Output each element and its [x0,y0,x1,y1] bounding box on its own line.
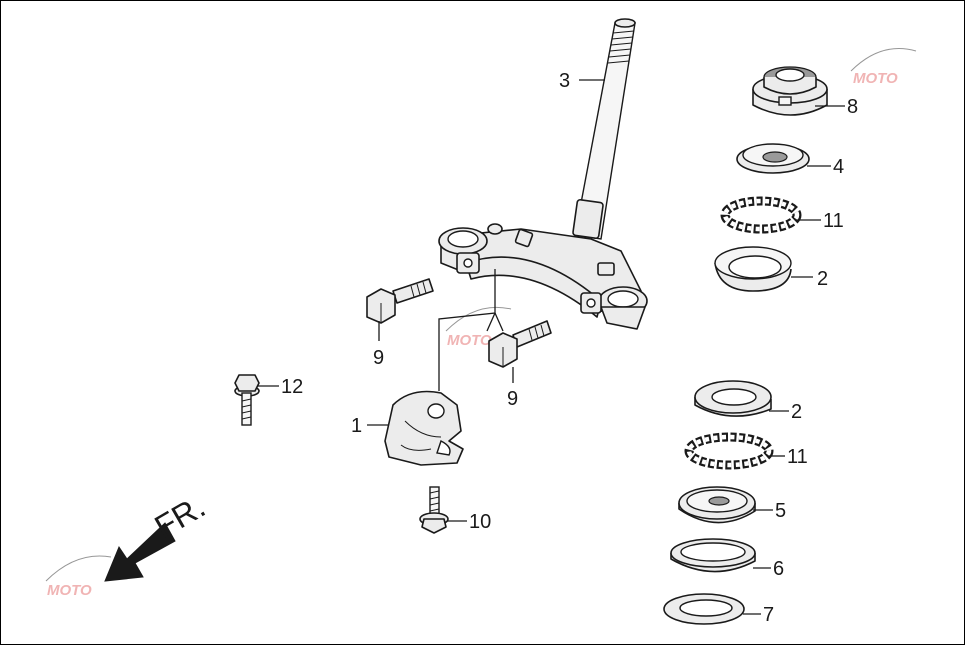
callout-7: 7 [763,604,774,626]
watermark-text: MOTO [447,332,492,349]
bearing-race-part-2-lower [694,380,772,417]
bracket-part-1 [384,390,464,466]
bolt-shank [241,392,252,426]
callout-2-lower: 2 [791,401,802,423]
lower-race-part-5 [678,486,756,524]
dust-seal-part-4 [736,143,810,174]
callout-2-upper: 2 [817,268,828,290]
left-clamp-hole [447,230,479,248]
right-clamp-hole [607,290,639,308]
callout-5: 5 [775,500,786,522]
bolt-part-12 [234,374,260,426]
arrow-icon [104,522,176,582]
callout-4: 4 [833,156,844,178]
callout-6: 6 [773,558,784,580]
front-direction-arrow[interactable]: FR. [104,488,211,582]
callout-10: 10 [469,511,491,533]
bolt-shank [392,278,434,304]
callout-9-left: 9 [373,347,384,369]
bearing-race-part-2-upper [714,246,792,292]
callout-12: 12 [281,376,303,398]
callout-8: 8 [847,96,858,118]
bolt-part-10 [419,486,449,534]
watermark-top-right: MOTO [850,48,917,87]
leader-lines [257,79,845,615]
stem-collar [572,198,604,240]
watermark-bottom-left: MOTO [45,555,112,599]
callout-11-lower: 11 [787,446,808,468]
ball-bearing-part-11-upper [720,196,802,234]
stem-top [614,18,636,28]
callout-labels: 3 8 4 11 2 2 11 5 6 7 9 9 12 10 1 [281,70,858,626]
watermark-center: MOTO [445,306,512,349]
steering-stem-part [438,18,648,330]
watermark-text: MOTO [853,70,898,87]
bracket-body [384,390,464,466]
stem-threads [607,30,635,64]
bolt-part-9-left [366,278,434,324]
bolt-shank [512,320,552,348]
bolt-head [421,518,447,534]
callout-9-right: 9 [507,388,518,410]
ball-bearing-part-11-lower [684,432,774,470]
bolt-head [234,374,260,392]
seal-ring-part-6 [670,538,756,573]
watermark-text: MOTO [47,582,92,599]
callout-1: 1 [351,415,362,437]
bolt-part-9-right [488,320,552,368]
washer-part-7 [663,593,745,625]
callout-11-upper: 11 [823,210,844,232]
stem-nut-part-8 [752,66,828,116]
callout-3: 3 [559,70,570,92]
